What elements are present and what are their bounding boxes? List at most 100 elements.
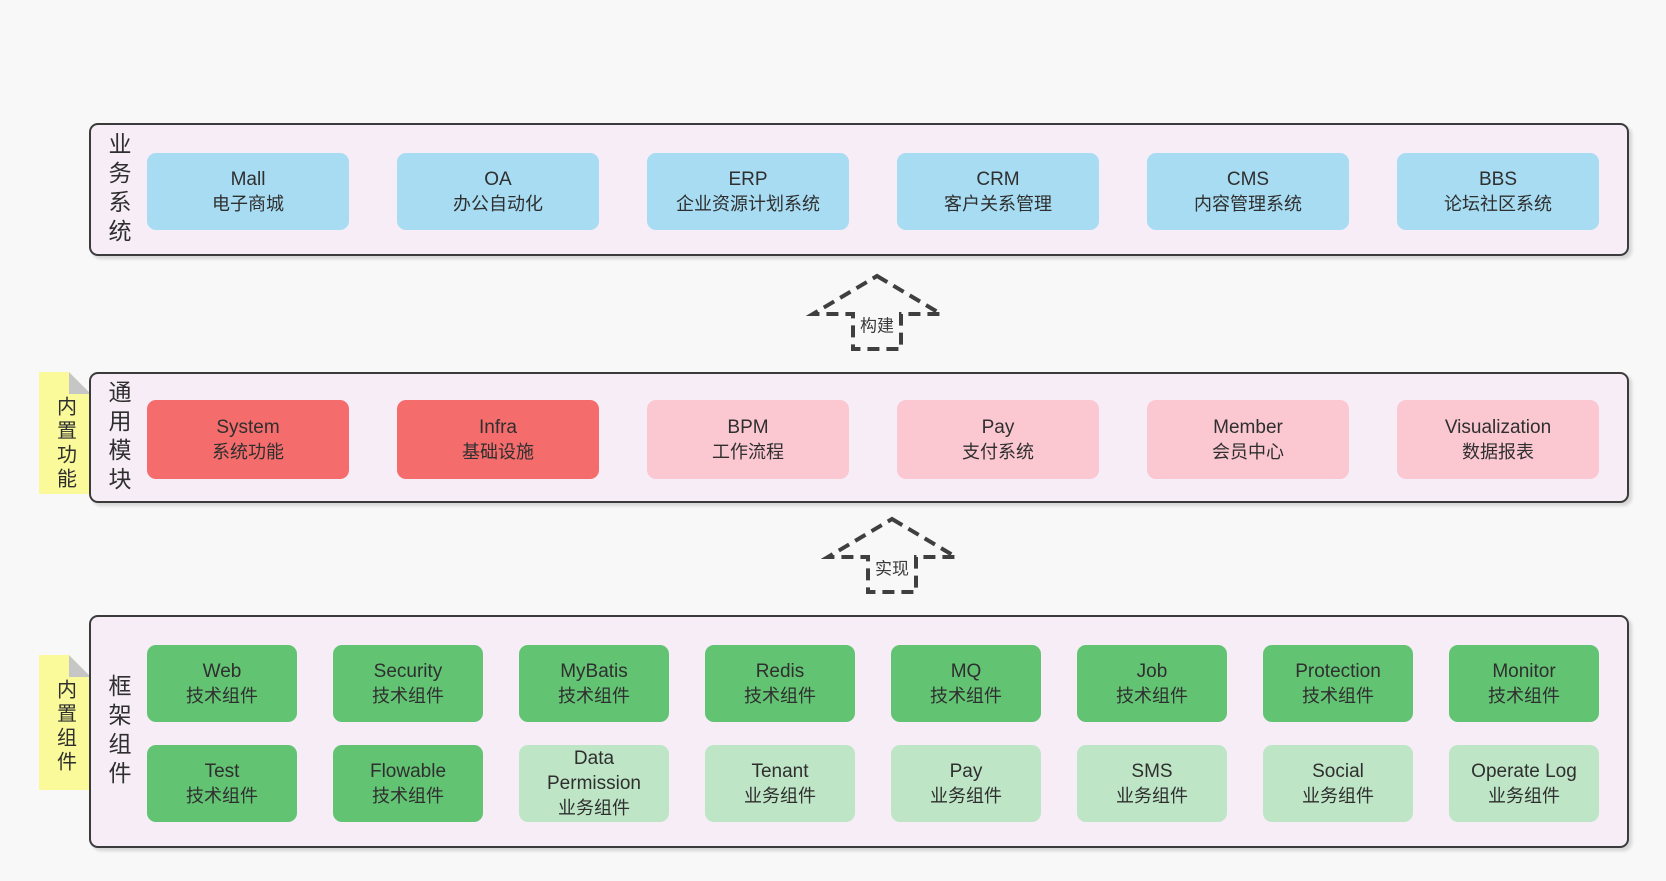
tag-built-in-components: 内置组件 [39,655,91,790]
box-subtitle: 论坛社区系统 [1444,193,1552,214]
box-title: Flowable [369,760,447,782]
box-title: Infra [478,416,518,438]
box-subtitle: 系统功能 [212,441,284,462]
box-subtitle: 技术组件 [372,785,444,806]
box-title: ERP [728,168,768,190]
box-title: Redis [755,660,805,682]
box-subtitle: 技术组件 [372,685,444,706]
box-visualization: Visualization 数据报表 [1397,400,1599,479]
arrow-implement-label: 实现 [872,553,912,581]
box-title: System [216,416,280,438]
tag-built-in-functions-label: 内置功能 [53,396,76,492]
box-web: Web 技术组件 [147,645,297,722]
box-security: Security 技术组件 [333,645,483,722]
box-monitor: Monitor 技术组件 [1449,645,1599,722]
box-subtitle: 电子商城 [212,193,284,214]
box-subtitle: 业务组件 [930,785,1002,806]
band-modules-rows: System 系统功能 Infra 基础设施 BPM 工作流程 Pay 支付系统 Member 会… [147,400,1599,479]
box-subtitle: 业务组件 [1488,785,1560,806]
box-subtitle: 技术组件 [744,685,816,706]
band-common-modules: 通用模块 System 系统功能 Infra 基础设施 BPM 工作流程 Pay 支付系统 Me… [89,372,1629,503]
box-bpm: BPM 工作流程 [647,400,849,479]
box-title: Member [1213,416,1283,438]
box-pay: Pay 支付系统 [897,400,1099,479]
box-title: Operate Log [1471,760,1577,782]
box-erp: ERP 企业资源计划系统 [647,153,849,230]
box-title: Visualization [1444,416,1552,438]
box-member: Member 会员中心 [1147,400,1349,479]
arrow-build: 构建 [805,272,949,354]
box-title: Test [204,760,240,782]
box-oa: OA 办公自动化 [397,153,599,230]
box-title: MQ [950,660,982,682]
arrow-implement: 实现 [820,515,964,597]
box-subtitle: 基础设施 [462,441,534,462]
box-test: Test 技术组件 [147,745,297,822]
box-title: Security [373,660,443,682]
box-subtitle: 业务组件 [744,785,816,806]
box-title: CMS [1226,168,1270,190]
box-title: Pay [981,416,1015,438]
box-title: Tenant [751,760,809,782]
arrow-build-label: 构建 [857,310,897,338]
box-subtitle: 技术组件 [1116,685,1188,706]
box-title: CRM [976,168,1020,190]
tag-built-in-components-label: 内置组件 [53,679,76,775]
box-row: System 系统功能 Infra 基础设施 BPM 工作流程 Pay 支付系统 Member 会… [147,400,1599,479]
box-title: SMS [1131,760,1173,782]
box-pay: Pay 业务组件 [891,745,1041,822]
box-flowable: Flowable 技术组件 [333,745,483,822]
box-title: Pay [949,760,983,782]
box-subtitle: 业务组件 [1116,785,1188,806]
box-subtitle: 会员中心 [1212,441,1284,462]
box-subtitle: 内容管理系统 [1194,193,1302,214]
band-label-framework-components: 框架组件 [105,673,131,790]
box-data-permission: Data Permission 业务组件 [519,745,669,822]
box-subtitle: 技术组件 [1488,685,1560,706]
box-title: Monitor [1492,660,1556,682]
folded-corner-icon [69,372,91,394]
box-redis: Redis 技术组件 [705,645,855,722]
box-subtitle: 企业资源计划系统 [676,193,820,214]
box-subtitle: 数据报表 [1462,441,1534,462]
box-tenant: Tenant 业务组件 [705,745,855,822]
box-subtitle: 业务组件 [558,798,630,818]
box-title: BBS [1478,168,1518,190]
box-subtitle: 技术组件 [186,785,258,806]
box-subtitle: 工作流程 [712,441,784,462]
box-title: Web [202,660,242,682]
box-title: OA [484,168,512,190]
box-title: Social [1312,760,1364,782]
box-subtitle: 技术组件 [930,685,1002,706]
box-subtitle: 技术组件 [558,685,630,706]
box-subtitle: 技术组件 [186,685,258,706]
box-subtitle: 支付系统 [962,441,1034,462]
box-subtitle: 客户关系管理 [944,193,1052,214]
box-bbs: BBS 论坛社区系统 [1397,153,1599,230]
dashed-up-arrow-icon [805,273,949,351]
box-subtitle: 办公自动化 [453,193,543,214]
box-crm: CRM 客户关系管理 [897,153,1099,230]
box-system: System 系统功能 [147,400,349,479]
box-subtitle: 技术组件 [1302,685,1374,706]
box-social: Social 业务组件 [1263,745,1413,822]
box-title: Data Permission [547,748,641,794]
box-infra: Infra 基础设施 [397,400,599,479]
box-title: BPM [727,416,769,438]
band-label-common-modules: 通用模块 [105,379,131,496]
dashed-up-arrow-icon [820,516,964,594]
box-subtitle: 业务组件 [1302,785,1374,806]
folded-corner-icon [69,655,91,677]
box-sms: SMS 业务组件 [1077,745,1227,822]
